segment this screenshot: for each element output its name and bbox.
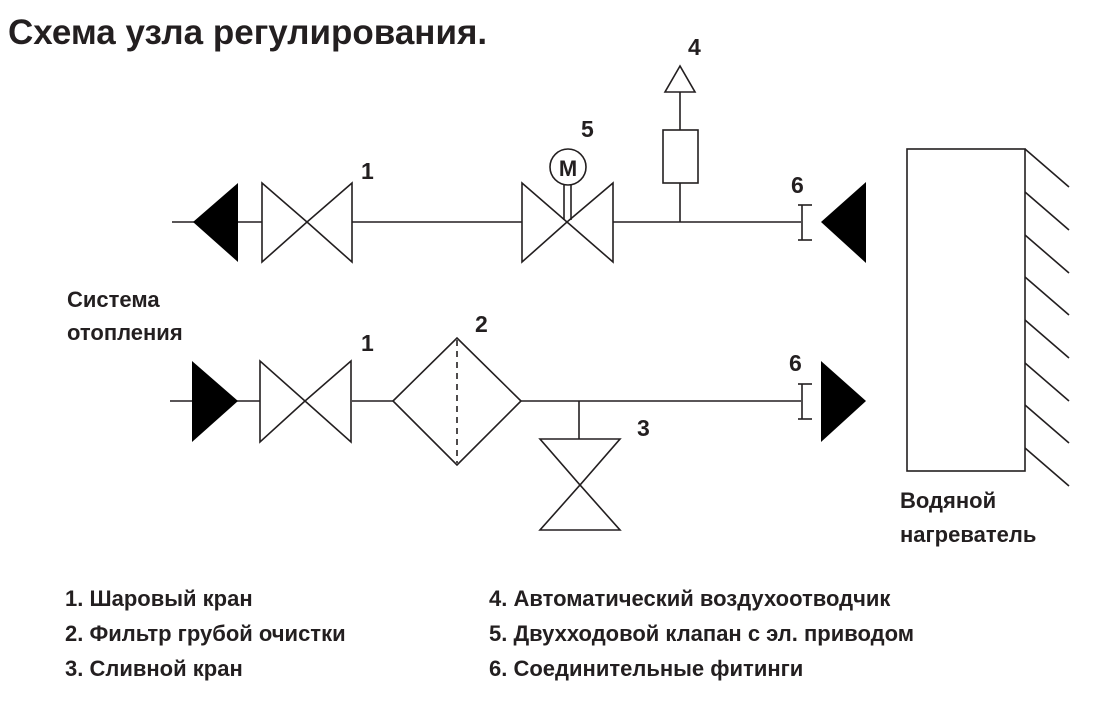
filter-body	[391, 336, 523, 467]
callout-6-bottom: 6	[789, 350, 802, 376]
valve-half	[303, 359, 352, 444]
callout-1-bottom: 1	[361, 330, 374, 356]
heating-system-label-line2: отопления	[67, 320, 183, 345]
vent-outlet-icon	[663, 64, 697, 93]
valve-half	[521, 181, 569, 264]
motor-icon	[549, 148, 587, 186]
flow-arrow-out-icon	[193, 183, 238, 262]
ball-valve-bottom	[259, 359, 352, 444]
flow-arrow-out-icon	[821, 182, 866, 263]
heater-body	[906, 148, 1026, 472]
diagram-title: Схема узла регулирования.	[8, 13, 487, 52]
valve-half	[538, 438, 622, 487]
motor-label: M	[559, 156, 577, 181]
callout-1-top: 1	[361, 158, 374, 184]
motorized-valve: M	[521, 148, 614, 264]
coarse-filter	[391, 336, 523, 467]
callout-3: 3	[637, 415, 650, 441]
legend-item: 1. Шаровый кран	[65, 586, 253, 611]
water-heater-label-line1: Водяной	[900, 488, 996, 513]
legend: 1. Шаровый кран 2. Фильтр грубой очистки…	[65, 586, 914, 681]
callout-6-top: 6	[791, 172, 804, 198]
legend-item: 4. Автоматический воздухоотводчик	[489, 586, 891, 611]
valve-half	[305, 181, 353, 264]
callout-2: 2	[475, 311, 488, 337]
water-heater	[906, 148, 1070, 487]
valve-half	[565, 181, 614, 264]
fitting-bottom	[798, 383, 812, 420]
legend-item: 3. Сливной кран	[65, 656, 243, 681]
automatic-air-vent	[662, 64, 699, 222]
flow-arrow-in-icon	[821, 361, 866, 442]
valve-half	[261, 181, 309, 264]
callout-5: 5	[581, 116, 594, 142]
legend-item: 2. Фильтр грубой очистки	[65, 621, 346, 646]
flow-arrow-in-icon	[192, 361, 238, 442]
legend-item: 6. Соединительные фитинги	[489, 656, 803, 681]
vent-body	[662, 129, 699, 184]
legend-item: 5. Двухходовой клапан с эл. приводом	[489, 621, 914, 646]
drain-valve	[538, 401, 622, 531]
ball-valve-top	[261, 181, 353, 264]
water-heater-label-line2: нагреватель	[900, 522, 1036, 547]
heating-system-label-line1: Система	[67, 287, 160, 312]
valve-half	[538, 483, 622, 531]
fitting-top	[798, 204, 812, 241]
callout-4: 4	[688, 34, 701, 60]
heater-hatching	[1024, 148, 1070, 487]
valve-half	[259, 359, 307, 444]
